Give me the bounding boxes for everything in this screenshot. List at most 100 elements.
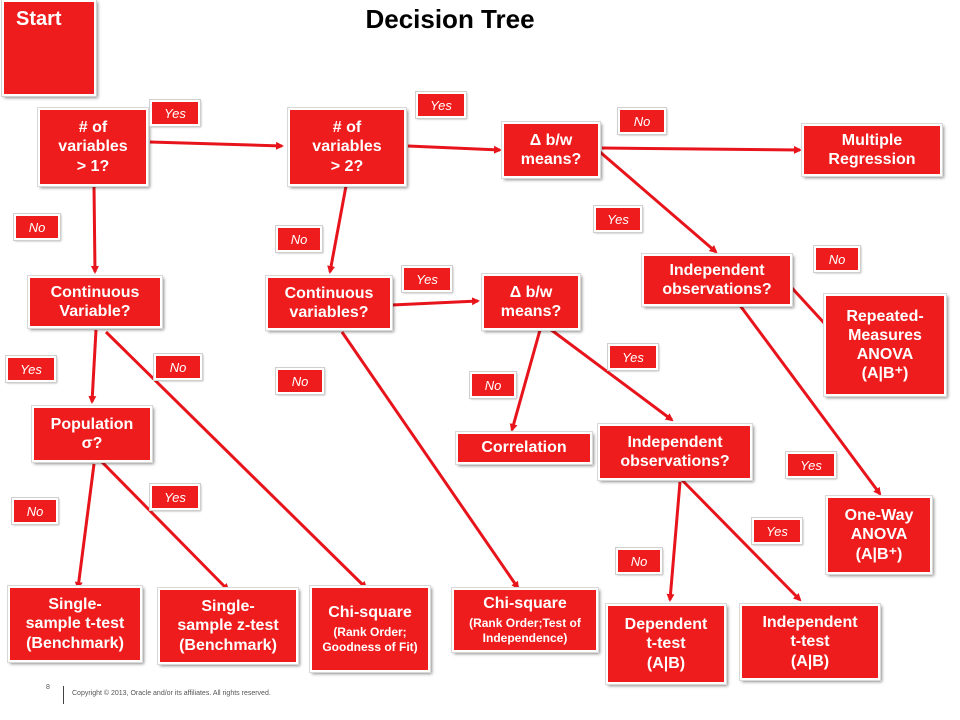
node-line: Continuous	[50, 283, 140, 301]
arrow-n1-to-contvar	[90, 185, 99, 274]
node-dependent-t-test[interactable]: Dependent t-test (A|B)	[605, 603, 727, 685]
arrow-indep1-to-oneway	[734, 299, 882, 496]
node-single-sample-z-test[interactable]: Single- sample z-test (Benchmark)	[157, 587, 299, 665]
copyright-text: Copyright © 2013, Oracle and/or its affi…	[72, 690, 271, 697]
node-line: # of	[332, 119, 362, 137]
edge-label-no: No	[153, 353, 203, 381]
arrow-n2-to-contvars	[327, 185, 348, 274]
edge-label-no: No	[469, 371, 517, 399]
node-one-way-anova[interactable]: One-Way ANOVA (A|B⁺)	[825, 495, 933, 575]
arrow-population-to-singlet	[74, 463, 96, 590]
node-line: (Benchmark)	[179, 636, 277, 654]
node-line: Independent	[669, 261, 765, 279]
node-line: Δ b/w	[509, 283, 553, 301]
node-line: variables	[58, 138, 128, 156]
edge-label-yes: Yes	[607, 343, 659, 371]
page-title: Decision Tree	[365, 4, 535, 34]
node-line: (A|B)	[790, 652, 830, 670]
edge-label-no: No	[617, 107, 667, 135]
edge-label-yes: Yes	[5, 355, 57, 383]
node-continuous-variables[interactable]: Continuous variables?	[265, 275, 393, 331]
edge-label-yes: Yes	[751, 517, 803, 545]
node-line: Correlation	[481, 439, 567, 457]
node-population-sigma[interactable]: Population σ?	[31, 405, 153, 463]
node-line: Independent	[762, 614, 858, 632]
node-variables-gt-2[interactable]: # of variables > 2?	[287, 107, 407, 187]
node-line: Measures	[848, 326, 922, 344]
node-line: (A|B⁺)	[855, 545, 903, 563]
node-delta-means-2[interactable]: Δ b/w means?	[481, 273, 581, 331]
node-line: Variable?	[59, 303, 131, 320]
edge-label-yes: Yes	[415, 91, 467, 119]
node-line: Dependent	[624, 616, 708, 634]
node-line: Continuous	[284, 284, 374, 302]
node-line: σ?	[81, 435, 103, 452]
edge-label-no: No	[275, 225, 323, 253]
node-line: t-test	[646, 635, 686, 653]
arrow-indep2-to-dependent	[666, 481, 682, 602]
node-independent-observations-2[interactable]: Independent observations?	[597, 423, 753, 481]
node-line: sample z-test	[177, 617, 279, 635]
edge-label-yes: Yes	[593, 205, 643, 233]
arrow-n3-to-indep1	[599, 150, 718, 254]
node-line: Repeated-	[846, 307, 924, 325]
arrow-n3-to-regression	[601, 145, 802, 154]
node-line: > 1?	[76, 157, 110, 175]
edge-label-yes: Yes	[785, 451, 837, 479]
edge-label-no: No	[11, 497, 59, 525]
node-independent-t-test[interactable]: Independent t-test (A|B)	[739, 603, 881, 681]
node-delta-means-1[interactable]: Δ b/w means?	[501, 121, 601, 179]
edge-label-yes: Yes	[401, 265, 453, 293]
footer-divider	[63, 686, 64, 704]
node-chi-square-goodness-of-fit[interactable]: Chi-square (Rank Order; Goodness of Fit)	[309, 585, 431, 673]
node-line: (Benchmark)	[26, 634, 124, 652]
node-line: means?	[500, 303, 562, 320]
page-number: 8	[46, 684, 50, 691]
node-line: Chi-square	[328, 604, 412, 622]
node-line: sample t-test	[25, 615, 125, 633]
node-line: Single-	[48, 596, 102, 614]
node-subtext: (Rank Order; Goodness of Fit)	[322, 624, 418, 654]
edge-label-no: No	[615, 547, 663, 575]
node-independent-observations-1[interactable]: Independent observations?	[641, 253, 793, 307]
edge-label-no: No	[813, 245, 861, 273]
node-line: > 2?	[330, 157, 364, 175]
arrow-contvars-to-chisq2	[340, 331, 520, 590]
node-continuous-variable[interactable]: Continuous Variable?	[27, 275, 163, 329]
arrow-population-to-singlez	[98, 458, 230, 592]
arrow-indep2-to-independent	[680, 478, 802, 602]
node-line: Independent	[627, 433, 723, 451]
start-node[interactable]: Start	[1, 0, 97, 97]
node-correlation[interactable]: Correlation	[455, 431, 593, 465]
edge-label-no: No	[13, 213, 61, 241]
node-line: # of	[78, 119, 108, 137]
edge-label-yes: Yes	[149, 483, 201, 511]
arrow-contvar-to-chisq1	[104, 330, 368, 590]
arrow-delta2-to-correlation	[509, 329, 542, 432]
edge-label-yes: Yes	[149, 99, 201, 127]
node-line: Single-	[201, 598, 255, 616]
node-single-sample-t-test[interactable]: Single- sample t-test (Benchmark)	[7, 585, 143, 663]
arrow-delta2-to-indep2	[545, 324, 674, 422]
node-line: Regression	[828, 151, 916, 168]
node-line: t-test	[790, 633, 830, 651]
node-line: observations?	[662, 281, 772, 298]
node-line: variables?	[289, 304, 369, 321]
arrow-contvar-to-population	[88, 329, 98, 404]
node-line: (A|B⁺)	[861, 365, 909, 383]
node-repeated-measures-anova[interactable]: Repeated- Measures ANOVA (A|B⁺)	[823, 293, 947, 397]
arrow-n2-to-n3	[407, 144, 502, 154]
node-line: ANOVA	[856, 346, 914, 363]
node-line: ANOVA	[850, 526, 908, 544]
arrow-n1-to-n2	[149, 140, 284, 150]
node-subtext: (Rank Order;Test of Independence)	[469, 615, 581, 645]
node-chi-square-independence[interactable]: Chi-square (Rank Order;Test of Independe…	[451, 587, 599, 653]
node-line: Multiple	[841, 131, 903, 149]
node-line: means?	[520, 151, 582, 168]
node-multiple-regression[interactable]: Multiple Regression	[801, 123, 943, 177]
node-variables-gt-1[interactable]: # of variables > 1?	[37, 107, 149, 187]
node-line: observations?	[620, 453, 730, 470]
node-line: Population	[50, 415, 134, 433]
node-line: (A|B)	[646, 654, 686, 672]
